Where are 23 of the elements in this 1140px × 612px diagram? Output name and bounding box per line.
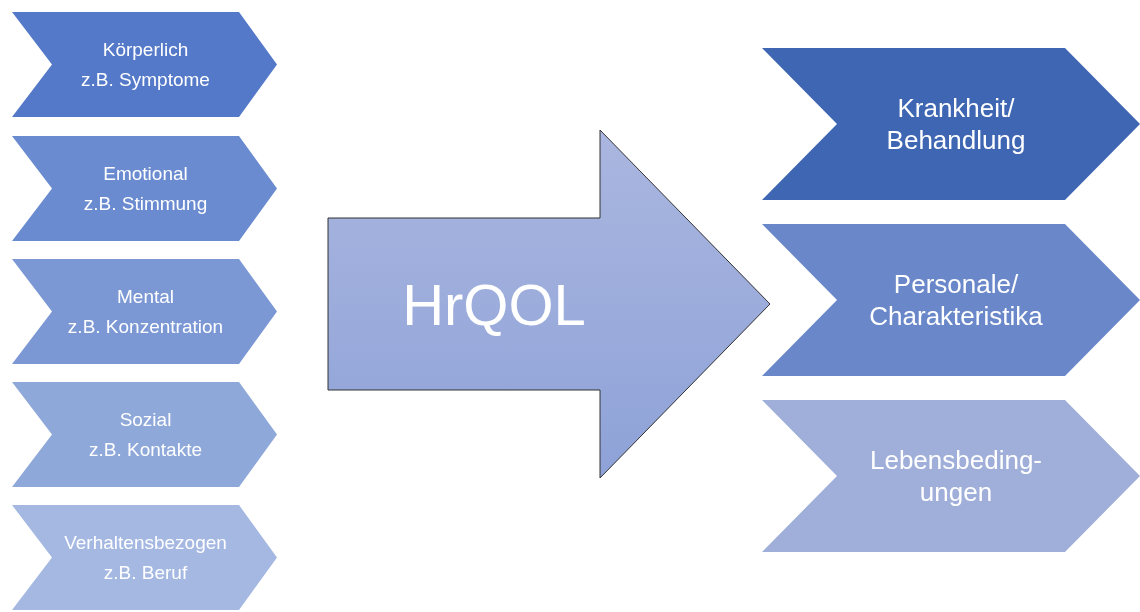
category-label: Emotional [103, 161, 188, 186]
factor-label: Lebensbeding- ungen [868, 443, 1043, 509]
chevron-banner [762, 224, 1140, 376]
category-label: Verhaltensbezogen [64, 530, 227, 555]
category-label: Mental [117, 284, 174, 309]
example-text: z.B. Konzentration [67, 314, 224, 339]
factor-label: Krankheit/ Behandlung [885, 91, 1027, 157]
chevron-banner [12, 382, 277, 487]
example-text: z.B. Beruf [103, 560, 188, 585]
example-text: z.B. Symptome [81, 67, 210, 92]
chevron-banner [762, 48, 1140, 200]
example-text: z.B. Kontakte [89, 437, 202, 462]
example-text: z.B. Stimmung [83, 191, 208, 216]
factor-label: Personale/ Charakteristika [868, 267, 1044, 333]
chevron-banner [12, 136, 277, 241]
category-label: Sozial [119, 407, 172, 432]
chevron-banner [12, 12, 277, 117]
chevron-banner [762, 400, 1140, 552]
chevron-banner [12, 505, 277, 610]
block-arrow-shape [328, 130, 770, 478]
title-label: HrQOL [402, 270, 586, 338]
chevron-banner [12, 259, 277, 364]
category-label: Körperlich [102, 37, 189, 62]
